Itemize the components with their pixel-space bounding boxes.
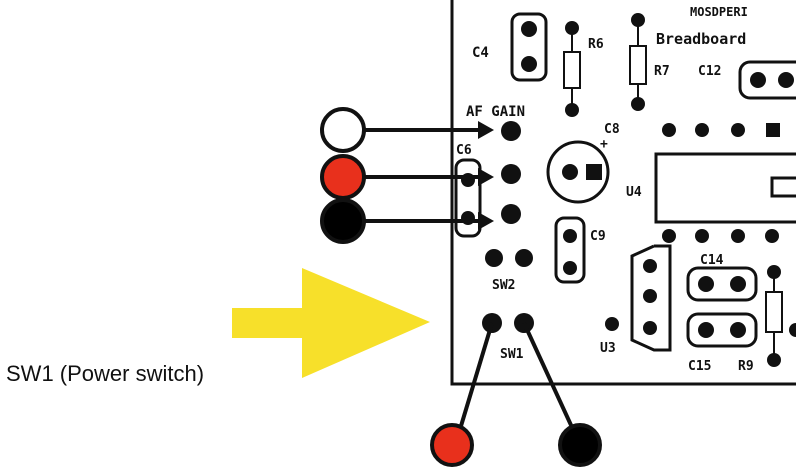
wire-black-sw1	[522, 322, 578, 437]
sw1-pointer-arrow	[232, 268, 430, 378]
c15-pad	[698, 322, 714, 338]
af-gain-pad	[501, 164, 521, 184]
u4-pin	[731, 229, 745, 243]
sw1-caption: SW1 (Power switch)	[6, 361, 204, 386]
label-c4: C4	[472, 45, 489, 61]
c15-outline	[686, 312, 758, 348]
r7-body	[629, 45, 647, 85]
label-c15: C15	[688, 359, 711, 374]
c4-pad	[521, 56, 537, 72]
c8-pad	[562, 164, 578, 180]
r6-pad	[565, 103, 579, 117]
c9-pad	[563, 229, 577, 243]
r9-body	[765, 291, 783, 333]
c4-pad	[521, 21, 537, 37]
label-af-gain: AF GAIN	[466, 104, 525, 120]
u4-notch	[770, 176, 796, 198]
c12-pad	[778, 72, 794, 88]
label-r6: R6	[588, 37, 604, 52]
u4-outline	[654, 152, 796, 224]
label-c9: C9	[590, 229, 606, 244]
sw2-pad	[515, 249, 533, 267]
arrowhead-white	[478, 121, 494, 139]
label-c8: C8	[604, 122, 620, 137]
u3-outline	[630, 244, 672, 352]
c14-outline	[686, 266, 758, 302]
u3-extra-pad	[605, 317, 619, 331]
u4-pin	[695, 229, 709, 243]
c6-outline	[454, 158, 482, 238]
c4-outline	[510, 12, 548, 82]
c12-pad	[750, 72, 766, 88]
r7-pad	[631, 97, 645, 111]
c9-pad	[563, 261, 577, 275]
u4-pin-square	[766, 123, 780, 137]
label-u4: U4	[626, 185, 642, 200]
edge-pad	[789, 323, 796, 337]
wire-end-white	[320, 107, 366, 153]
u4-pin	[765, 229, 779, 243]
label-c14: C14	[700, 253, 724, 268]
sw2-pad	[485, 249, 503, 267]
label-sw2: SW2	[492, 278, 515, 293]
label-breadboard: Breadboard	[656, 30, 746, 48]
u3-pin	[643, 259, 657, 273]
board-header-text: MOSDPERI	[690, 5, 748, 19]
u4-pin	[731, 123, 745, 137]
label-sw1: SW1	[500, 347, 524, 362]
r6-body	[563, 51, 581, 89]
wire-end-black	[320, 198, 366, 244]
u3-pin	[643, 289, 657, 303]
af-gain-pad	[501, 204, 521, 224]
c14-pad	[730, 276, 746, 292]
label-c12: C12	[698, 64, 721, 79]
sw1-wire-end-red	[430, 423, 474, 467]
c14-pad	[698, 276, 714, 292]
label-r7: R7	[654, 64, 670, 79]
u4-pin	[695, 123, 709, 137]
label-r9: R9	[738, 359, 754, 374]
c9-outline	[554, 216, 586, 284]
u3-pin	[643, 321, 657, 335]
label-u3: U3	[600, 341, 616, 356]
arrowhead-red	[478, 168, 494, 186]
label-c6: C6	[456, 143, 472, 158]
r9-pad	[767, 353, 781, 367]
c12-outline	[738, 60, 796, 100]
wire-red-sw1	[456, 322, 494, 437]
af-gain-pad	[501, 121, 521, 141]
c8-outline	[546, 140, 610, 204]
c8-pad-square	[586, 164, 602, 180]
u4-pin	[662, 123, 676, 137]
c8-polarity-mark: +	[600, 137, 608, 152]
u4-pin	[662, 229, 676, 243]
c15-pad	[730, 322, 746, 338]
arrowhead-black	[478, 212, 494, 230]
wire-end-red	[320, 154, 366, 200]
sw1-wire-end-black	[558, 423, 602, 467]
